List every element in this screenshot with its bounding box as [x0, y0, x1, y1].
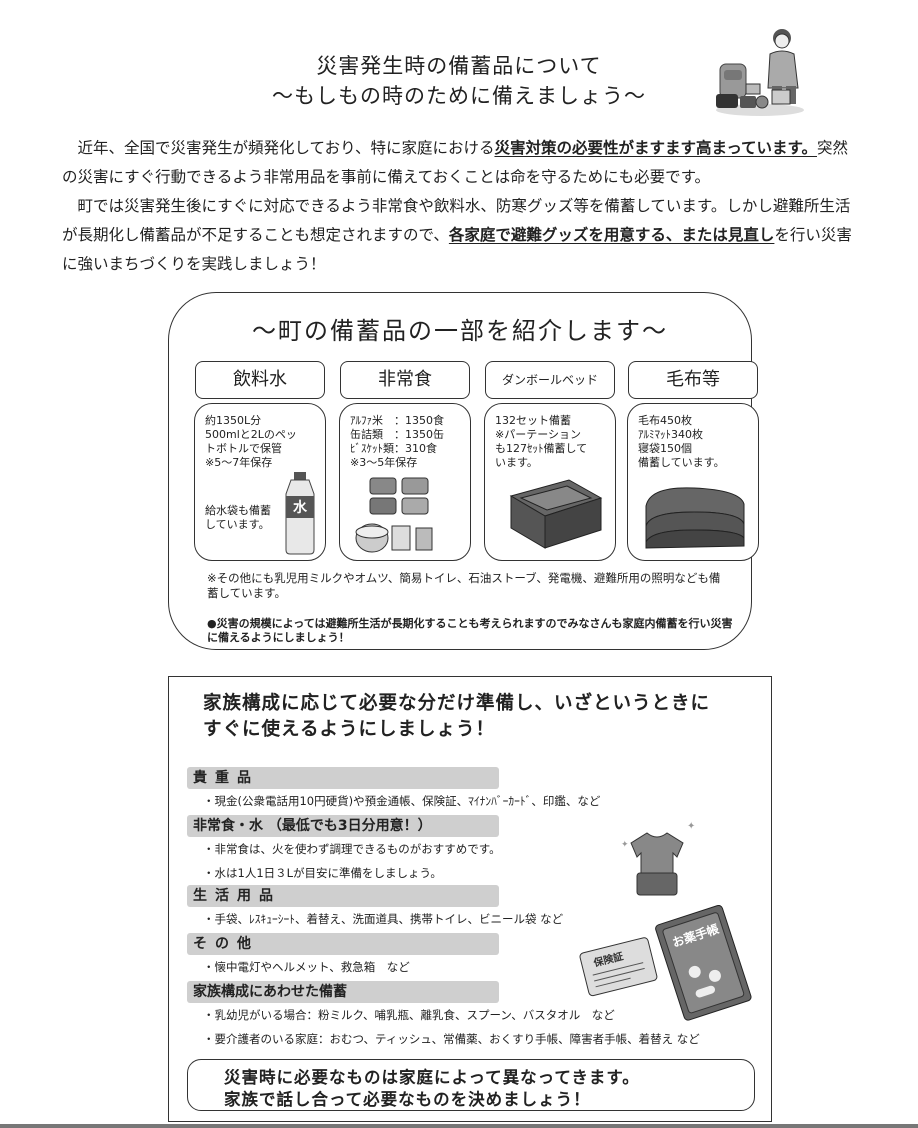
other-stockpile-note: ※その他にも乳児用ミルクやオムツ、簡易トイレ、石油ストーブ、発電機、避難所用の照…: [207, 571, 721, 600]
footer-message-box: 災害時に必要なものは家庭によって異なってきます。 家族で話し合って必要なものを決…: [187, 1059, 755, 1111]
checklist-heading-line2: すぐに使えるようにしましょう！: [203, 719, 495, 740]
intro-section: 近年、全国で災害発生が頻発化しており、特に家庭における災害対策の必要性がますます…: [62, 134, 862, 279]
list-item: ・懐中電灯やヘルメット、救急箱 など: [203, 960, 410, 974]
list-item: ・要介護者のいる家庭：おむつ、ティッシュ、常備薬、おくすり手帳、障害者手帳、着替…: [203, 1032, 700, 1046]
cardboard-bed-icon: [509, 479, 603, 549]
food-details: ｱﾙﾌｧ米 ：1350食 缶詰類 ：1350缶 ﾋﾞｽｹｯﾄ類：310食 ※3～…: [350, 414, 444, 469]
category-heading-bed: ダンボールベッド: [485, 361, 615, 399]
category-card-blanket: 毛布450枚 ｱﾙﾐﾏｯﾄ340枚 寝袋150個 備蓄しています。: [627, 403, 759, 561]
stockpile-title: ～町の備蓄品の一部を紹介します～: [252, 317, 668, 345]
list-item: ・現金(公衆電話用10円硬貨)や預金通帳、保険証、ﾏｲﾅﾝﾊﾞｰｶｰﾄﾞ、印鑑、…: [203, 794, 601, 808]
list-item: ・手袋、ﾚｽｷｭｰｼｰﾄ、着替え、洗面道具、携帯トイレ、ビニール袋 など: [203, 912, 564, 926]
home-stockpile-advice: ●災害の規模によっては避難所生活が長期化することも考えられますのでみなさんも家庭…: [207, 617, 733, 644]
list-item: ・水は1人1日３Lが目安に準備をしましょう。: [203, 866, 442, 880]
list-item: ・乳幼児がいる場合：粉ミルク、哺乳瓶、離乳食、スプーン、バスタオル など: [203, 1008, 615, 1022]
section-food-water: 非常食・水 （最低でも3日分用意！）: [187, 815, 499, 837]
documents-icon: 保険証 お薬手帳: [579, 905, 752, 1021]
footer-line2: 家族で話し合って必要なものを決めましょう！: [224, 1090, 591, 1109]
section-other: その他: [187, 933, 499, 955]
page-subtitle: ～もしもの時のために備えましょう～: [272, 84, 646, 108]
category-card-water: 約1350L分 500mlと2Lのペッ トボトルで保管 ※5～7年保存 給水袋も…: [194, 403, 326, 561]
intro-p1-text-end: 突然の災害にすぐ行動できるよう非常用品を事前に備えておくことは命を守るためにも必…: [62, 139, 849, 186]
section-daily-goods: 生活用品: [187, 885, 499, 907]
svg-text:✦: ✦: [687, 821, 695, 832]
intro-p1-emphasis: 災害対策の必要性がますます高まっています。: [494, 139, 818, 157]
canned-food-icon: [355, 477, 433, 553]
page-bottom-border: [0, 1124, 918, 1128]
list-item: ・非常食は、火を使わず調理できるものがおすすめです。: [203, 842, 501, 856]
emergency-supplies-illustration: [716, 29, 804, 116]
svg-text:✦: ✦: [621, 840, 629, 850]
water-bag-note: 給水袋も備蓄 しています。: [205, 504, 271, 531]
clothes-icon: ✦ ✦: [621, 821, 695, 896]
water-details: 約1350L分 500mlと2Lのペッ トボトルで保管 ※5～7年保存: [205, 414, 297, 469]
intro-p2-text-end: を行い災害に強いまちづくりを実践しましょう！: [62, 226, 852, 273]
footer-line1: 災害時に必要なものは家庭によって異なってきます。: [224, 1068, 640, 1087]
checklist-heading-line1: 家族構成に応じて必要な分だけ準備し、いざというときに: [203, 693, 711, 714]
section-valuables: 貴重品: [187, 767, 499, 789]
intro-p1-text: 近年、全国で災害発生が頻発化しており、特に家庭における: [77, 139, 495, 157]
intro-p2-text: 町では災害発生後にすぐに対応できるよう非常食や飲料水、防寒グッズ等を備蓄していま…: [62, 197, 851, 244]
section-family: 家族構成にあわせた備蓄: [187, 981, 499, 1003]
stockpile-panel: ～町の備蓄品の一部を紹介します～ 飲料水 約1350L分 500mlと2Lのペッ…: [168, 292, 759, 650]
category-card-food: ｱﾙﾌｧ米 ：1350食 缶詰類 ：1350缶 ﾋﾞｽｹｯﾄ類：310食 ※3～…: [339, 403, 471, 561]
preparation-checklist: 家族構成に応じて必要な分だけ準備し、いざというときに すぐに使えるようにしましょ…: [168, 676, 772, 1122]
category-heading-water: 飲料水: [195, 361, 325, 399]
bottle-label: 水: [293, 499, 308, 516]
page-title: 災害発生時の備蓄品について: [316, 54, 602, 78]
category-heading-food: 非常食: [340, 361, 470, 399]
category-card-bed: 132セット備蓄 ※パーテーション も127ｾｯﾄ備蓄して います。: [484, 403, 616, 561]
blanket-details: 毛布450枚 ｱﾙﾐﾏｯﾄ340枚 寝袋150個 備蓄しています。: [638, 414, 725, 469]
bed-details: 132セット備蓄 ※パーテーション も127ｾｯﾄ備蓄して います。: [495, 414, 588, 469]
category-heading-blanket: 毛布等: [628, 361, 758, 399]
intro-p2-emphasis: 各家庭で避難グッズを用意する、または見直し: [448, 226, 775, 244]
water-bottle-icon: 水: [285, 472, 315, 555]
blanket-icon: [645, 487, 745, 549]
